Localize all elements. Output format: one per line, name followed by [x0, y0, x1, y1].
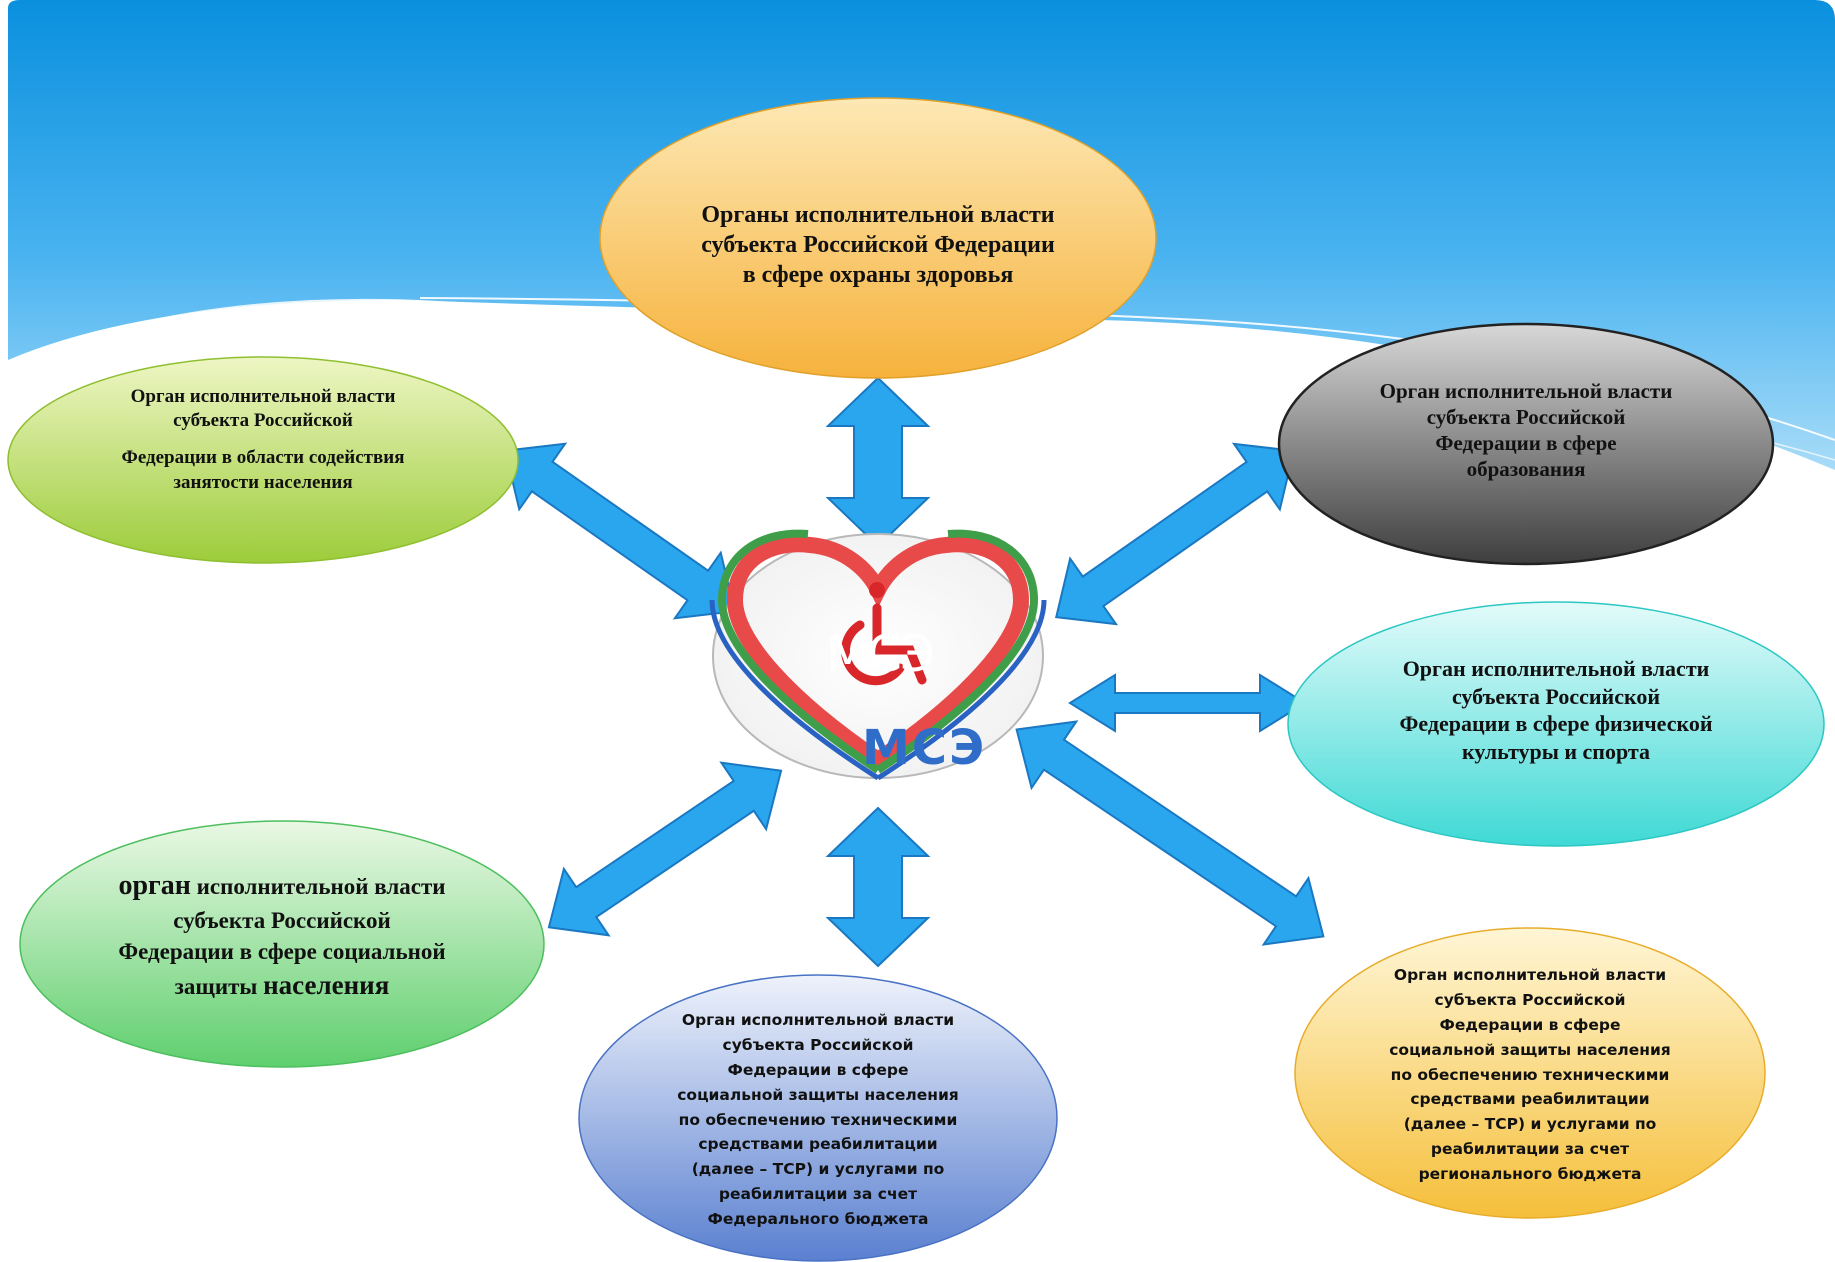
node-regional-line: по обеспечению техническими	[1390, 1065, 1670, 1084]
node-federal-line: по обеспечению техническими	[678, 1110, 958, 1129]
node-regional-tsr: Орган исполнительной власти субъекта Рос…	[1332, 960, 1728, 1190]
node-regional-shape	[1294, 927, 1766, 1219]
node-federal-line: средствами реабилитации	[698, 1135, 938, 1154]
node-regional-line: субъекта Российской	[1434, 991, 1626, 1010]
node-federal-shape	[578, 974, 1058, 1262]
node-federal-line: социальной защиты населения	[677, 1085, 959, 1104]
node-regional-line: Орган исполнительной власти	[1393, 966, 1667, 985]
node-health-shape	[599, 97, 1157, 379]
node-education-line: субъекта Российской	[1426, 404, 1626, 429]
node-social: орган исполнительной власти субъекта Рос…	[40, 860, 524, 1010]
arrow-education	[1054, 442, 1296, 626]
node-education-line: Федерации в сфере	[1435, 431, 1617, 455]
node-sport-line: субъекта Российской	[1451, 683, 1661, 709]
heart-icon	[709, 529, 1047, 781]
node-social-first-rest: исполнительной власти	[190, 873, 446, 899]
node-federal-line: Орган исполнительной власти	[681, 1011, 955, 1030]
node-sport-shape	[1287, 601, 1825, 847]
node-federal-line: субъекта Российской	[722, 1036, 914, 1055]
node-federal-line: (далее – ТСР) и услугами по	[691, 1160, 945, 1179]
arrows	[504, 376, 1325, 968]
arrow-social	[547, 761, 783, 937]
node-social-shape	[19, 820, 545, 1068]
node-social-line4-start: защиты	[174, 973, 264, 999]
node-employment: Орган исполнительной власти субъекта Рос…	[40, 380, 486, 500]
node-education-line: Орган исполнительной власти	[1379, 378, 1673, 403]
node-social-first-word: орган	[118, 869, 191, 901]
node-federal-tsr: Орган исполнительной власти субъекта Рос…	[620, 1005, 1016, 1235]
node-social-line: Федерации в сфере социальной	[118, 938, 446, 964]
node-federal-line: Федерации в сфере	[727, 1061, 909, 1079]
node-employment-line: субъекта Российской	[173, 410, 353, 432]
arrow-federal	[825, 806, 931, 968]
node-health-line: Органы исполнительной власти	[701, 202, 1055, 228]
node-employment-line: Орган исполнительной власти	[130, 385, 396, 407]
node-employment-shape	[7, 356, 519, 564]
node-sport-line: Орган исполнительной власти	[1402, 656, 1710, 681]
node-social-line: субъекта Российской	[173, 907, 391, 933]
node-regional-line: социальной защиты населения	[1389, 1040, 1671, 1059]
arrow-health	[825, 376, 931, 548]
node-sport-line: культуры и спорта	[1461, 738, 1651, 764]
logo-overlay-text: МСЭ	[826, 625, 935, 683]
logo-text: МСЭ	[862, 720, 987, 776]
node-federal-line: реабилитации за счет	[718, 1184, 918, 1203]
node-regional-line: регионального бюджета	[1418, 1164, 1642, 1183]
node-regional-line: реабилитации за счет	[1430, 1139, 1630, 1158]
node-health-line: в сфере охраны здоровья	[742, 262, 1014, 288]
node-sport-line: Федерации в сфере физической	[1399, 711, 1713, 736]
arrow-sport	[1068, 673, 1307, 733]
node-education-line: образования	[1466, 457, 1586, 482]
node-employment-line: Федерации в области содействия	[121, 447, 405, 468]
node-social-line4-end: населения	[263, 969, 390, 1000]
node-regional-line: (далее – ТСР) и услугами по	[1403, 1115, 1657, 1134]
node-health: Органы исполнительной власти субъекта Ро…	[640, 190, 1116, 300]
node-employment-line: занятости населения	[173, 471, 353, 493]
node-health-line: субъекта Российской Федерации	[701, 232, 1055, 258]
node-regional-line: Федерации в сфере	[1439, 1016, 1621, 1034]
wheelchair-icon	[841, 582, 927, 686]
node-education-shape	[1277, 322, 1775, 566]
node-education: Орган исполнительной власти субъекта Рос…	[1300, 365, 1752, 495]
arrow-regional	[1015, 720, 1325, 946]
arrow-employment	[504, 442, 736, 620]
node-regional-line: средствами реабилитации	[1410, 1090, 1650, 1109]
node-federal-line: Федерального бюджета	[707, 1209, 929, 1228]
node-sport: Орган исполнительной власти субъекта Рос…	[1320, 645, 1792, 775]
